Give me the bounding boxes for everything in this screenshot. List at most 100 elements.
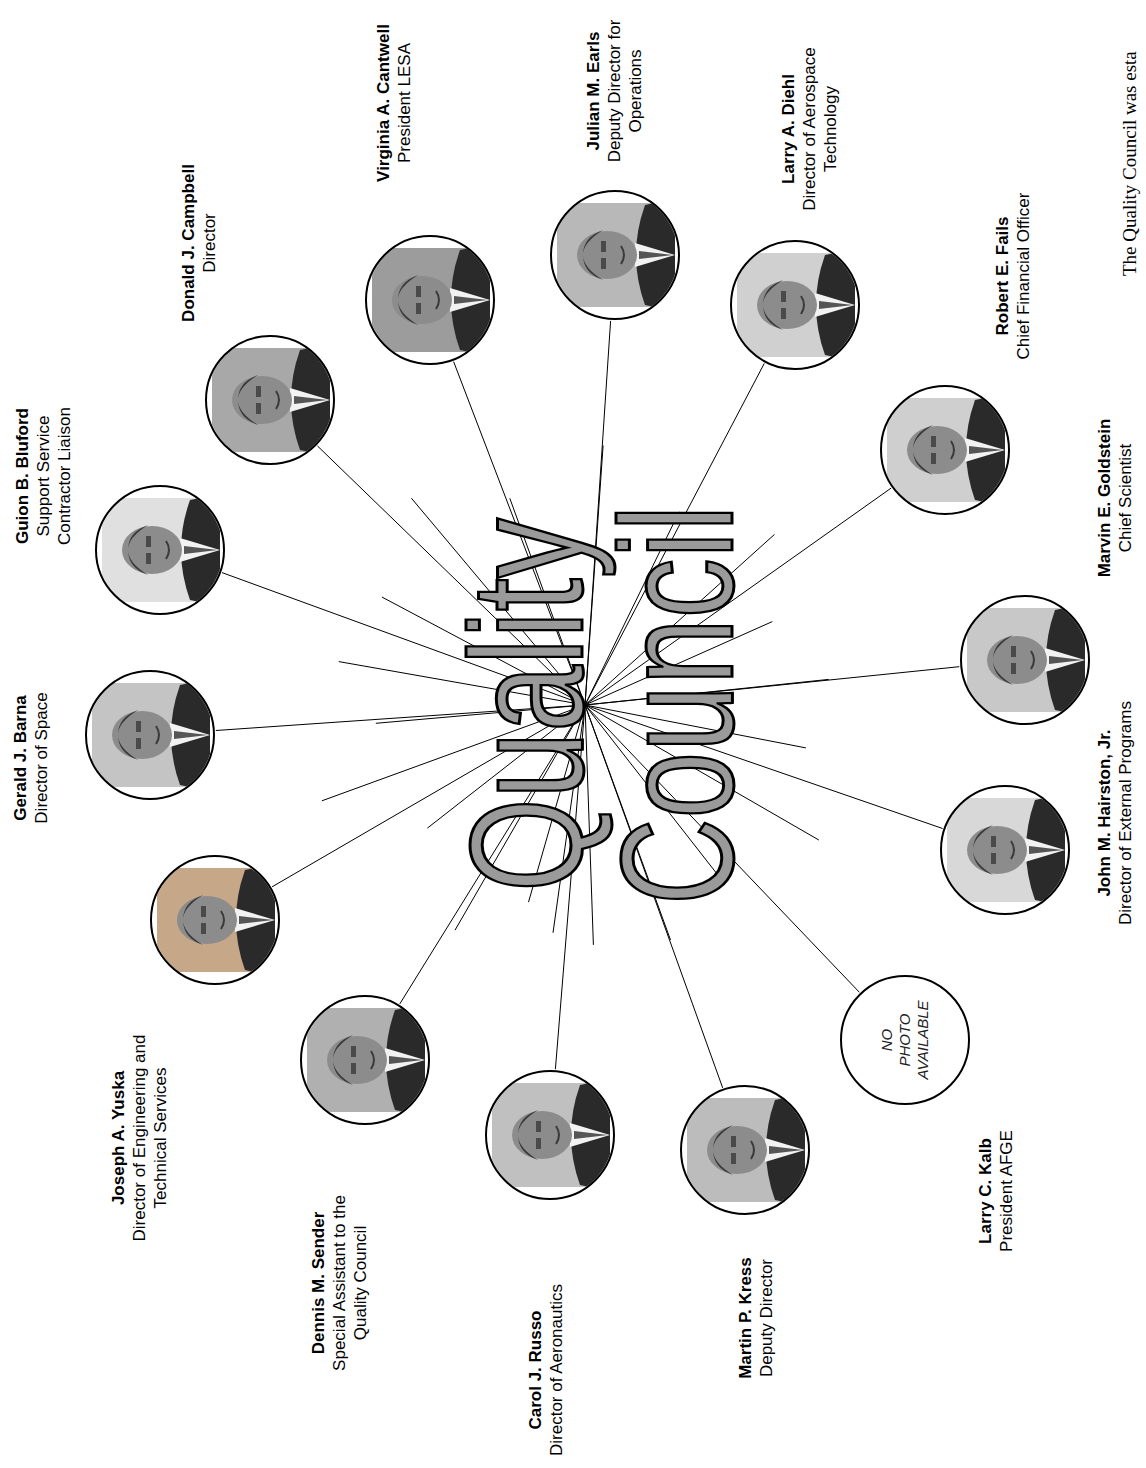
member-circle: Donald J. CampbellDirector <box>205 335 335 465</box>
member-label: Martin P. KressDeputy Director <box>735 1233 777 1403</box>
photo-eye <box>1011 663 1016 674</box>
member-role: Director of Space <box>31 673 52 843</box>
member-circle: Julian M. EarlsDeputy Director for Opera… <box>550 190 680 320</box>
photo-shirt <box>235 908 275 932</box>
starburst-rays <box>216 321 960 1088</box>
circle-ground <box>731 241 859 369</box>
member-label: Larry A. DiehlDirector of Aerospace Tech… <box>778 29 841 229</box>
photo-eye <box>601 258 606 269</box>
photo-tie <box>174 731 208 739</box>
portrait-photo <box>212 344 330 456</box>
photo-tie <box>184 546 218 554</box>
member-name: John M. Hairston, Jr. <box>1094 678 1115 948</box>
member-label: John M. Hairston, Jr.Director of Externa… <box>1094 678 1136 948</box>
photo-mouth <box>371 1051 374 1069</box>
photo-hair <box>993 635 1013 685</box>
photo-mouth <box>156 726 159 744</box>
photo-face <box>392 276 452 324</box>
photo-mouth <box>221 911 224 929</box>
member-name: Guion B. Bluford <box>12 391 33 561</box>
photo-face <box>987 636 1047 684</box>
member-name: Dennis M. Sender <box>308 1193 329 1373</box>
photo-tie <box>294 396 328 404</box>
photo-hair <box>128 525 148 575</box>
circle-ground <box>941 786 1069 914</box>
photo-face <box>512 1111 572 1159</box>
portrait-photo <box>557 199 675 311</box>
member-circle: Virginia A. CantwellPresident LESA <box>365 235 495 365</box>
member-name: Gerald J. Barna <box>10 673 31 843</box>
photo-eye <box>201 906 206 917</box>
circle-ground <box>841 976 969 1104</box>
photo-mouth <box>276 391 279 409</box>
portrait-photo <box>92 679 210 791</box>
member-role: Director of Engineering and Technical Se… <box>129 1023 171 1253</box>
member-role: Director of Aeronautics <box>546 1279 567 1461</box>
photo-suit <box>1026 794 1065 906</box>
member-name: Larry C. Kalb <box>975 1116 996 1266</box>
member-name: Donald J. Campbell <box>178 138 199 348</box>
photo-eye <box>201 923 206 934</box>
member-label: Dennis M. SenderSpecial Assistant to the… <box>308 1193 371 1373</box>
circle-ground <box>301 996 429 1124</box>
photo-tie <box>769 1146 803 1154</box>
photo-mouth <box>1031 651 1034 669</box>
photo-shirt <box>965 438 1005 462</box>
photo-hair <box>238 375 258 425</box>
photo-hair <box>973 825 993 875</box>
photo-face <box>177 896 237 944</box>
member-name: Julian M. Earls <box>583 6 604 176</box>
photo-eye <box>136 721 141 732</box>
photo-shirt <box>450 288 490 312</box>
member-role: Deputy Director for Operations <box>604 6 646 176</box>
member-label: Marvin E. GoldsteinChief Scientist <box>1094 398 1136 598</box>
photo-tie <box>1049 656 1083 664</box>
member-circle: Gerald J. BarnaDirector of Space <box>85 670 215 800</box>
photo-mouth <box>166 541 169 559</box>
photo-mouth <box>1011 841 1014 859</box>
photo-eye <box>781 308 786 319</box>
photo-suit <box>236 864 275 976</box>
photo-face <box>907 426 967 474</box>
photo-note: NO PHOTO AVAILABLE <box>878 1000 932 1079</box>
member-circle: Marvin E. GoldsteinChief Scientist <box>960 595 1090 725</box>
member-role: Director of External Programs <box>1115 678 1136 948</box>
photo-hair <box>183 895 203 945</box>
side-note: The Quality Council was esta <box>1119 51 1141 276</box>
member-circle: Robert E. FailsChief Financial Officer <box>880 385 1010 515</box>
photo-mouth <box>801 296 804 314</box>
member-name: Marvin E. Goldstein <box>1094 398 1115 598</box>
photo-suit <box>181 494 220 606</box>
photo-tie <box>639 251 673 259</box>
circle-ground <box>681 1086 809 1214</box>
photo-shirt <box>635 243 675 267</box>
member-circle: Martin P. KressDeputy Director <box>680 1085 810 1215</box>
photo-mouth <box>621 246 624 264</box>
member-label: Robert E. FailsChief Financial Officer <box>992 171 1034 381</box>
photo-face <box>757 281 817 329</box>
member-role: Deputy Director <box>756 1233 777 1403</box>
member-name: Carol J. Russo <box>525 1279 546 1461</box>
member-circle: Larry A. DiehlDirector of Aerospace Tech… <box>730 240 860 370</box>
member-role: Support Service Contractor Liaison <box>33 391 75 561</box>
photo-eye <box>536 1138 541 1149</box>
photo-eye <box>351 1063 356 1074</box>
circle-ground <box>366 236 494 364</box>
member-circle: John M. Hairston, Jr.Director of Externa… <box>940 785 1070 915</box>
council-title: Quality Council <box>452 480 752 930</box>
photo-mouth <box>951 441 954 459</box>
circle-ground <box>96 486 224 614</box>
circle-ground <box>881 386 1009 514</box>
photo-eye <box>991 853 996 864</box>
photo-suit <box>1046 604 1085 716</box>
photo-eye <box>136 738 141 749</box>
photo-suit <box>571 1079 610 1191</box>
member-label: Joseph A. YuskaDirector of Engineering a… <box>108 1023 171 1253</box>
photo-shirt <box>1045 648 1085 672</box>
photo-eye <box>351 1046 356 1057</box>
portrait-photo <box>307 1004 425 1116</box>
member-label: Larry C. KalbPresident AFGE <box>975 1116 1017 1266</box>
member-name: Robert E. Fails <box>992 171 1013 381</box>
photo-shirt <box>570 1123 610 1147</box>
